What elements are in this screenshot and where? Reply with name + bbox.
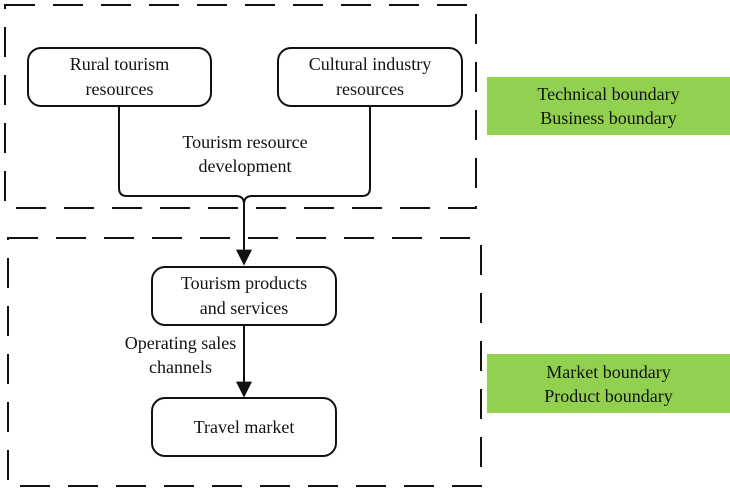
edge-label-development: Tourism resource development	[150, 130, 340, 178]
node-travel-market: Travel market	[151, 397, 337, 457]
edge-label-channels: Operating sales channels	[108, 331, 253, 379]
node-text: Rural tourism	[69, 54, 170, 74]
label-text: Tourism resource	[182, 132, 308, 152]
node-rural-tourism-resources: Rural tourism resources	[27, 47, 212, 107]
tag-text: Technical boundary	[537, 84, 680, 104]
node-text: Tourism products	[180, 273, 308, 293]
tag-text: Business boundary	[540, 108, 677, 128]
label-text: channels	[149, 357, 212, 377]
tag-text: Market boundary	[546, 361, 671, 382]
node-text: Cultural industry	[308, 54, 432, 74]
node-text: Travel market	[193, 416, 295, 437]
node-tourism-products-and-services: Tourism products and services	[151, 266, 337, 326]
node-text: and services	[199, 298, 289, 318]
node-text: resources	[85, 79, 154, 99]
tag-text: Product boundary	[544, 385, 673, 406]
node-cultural-industry-resources: Cultural industry resources	[277, 47, 463, 107]
label-text: development	[198, 156, 292, 176]
label-text: Operating sales	[124, 333, 237, 353]
bottom-dashed-region	[7, 237, 482, 487]
node-text: resources	[336, 79, 404, 99]
